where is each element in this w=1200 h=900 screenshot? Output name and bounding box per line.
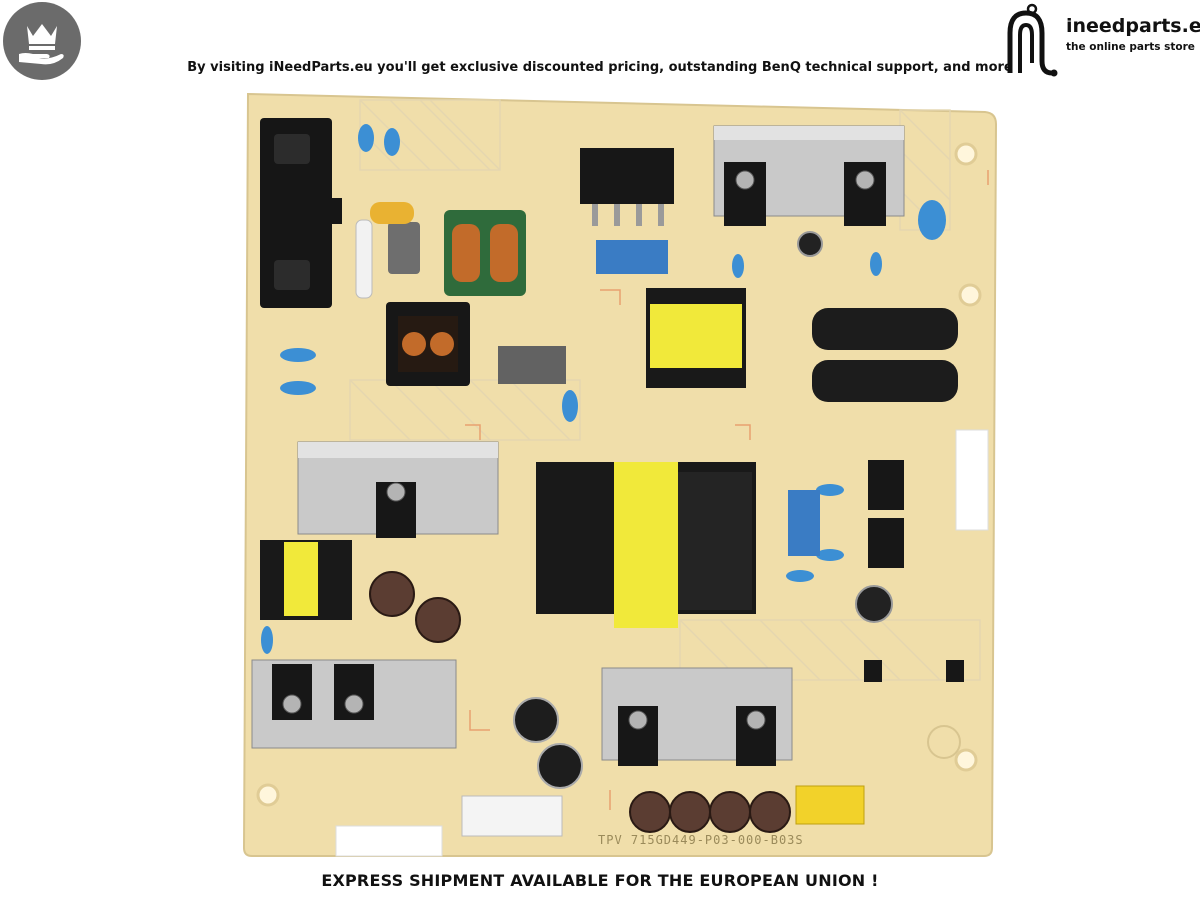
crown-badge-icon — [3, 2, 81, 80]
product-image-power-board — [240, 90, 1000, 860]
shipping-notice: EXPRESS SHIPMENT AVAILABLE FOR THE EUROP… — [321, 871, 879, 890]
board-marking: TPV 715GD449-P03-000-B03S — [598, 833, 804, 847]
promo-text: By visiting iNeedParts.eu you'll get exc… — [187, 60, 1013, 75]
ineedparts-logo-icon — [1007, 3, 1058, 77]
brand-tagline: the online parts store — [1066, 41, 1195, 53]
brand-logo[interactable]: ineedparts.eu the online parts store — [1002, 3, 1200, 77]
brand-name: ineedparts.eu — [1066, 15, 1200, 37]
